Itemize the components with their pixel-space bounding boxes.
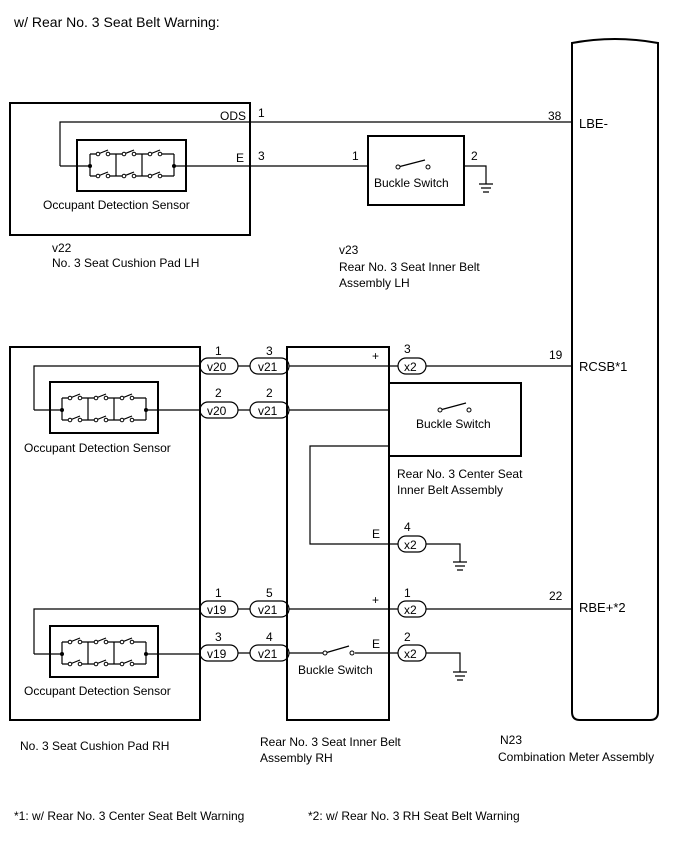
- rh-wires: [33, 365, 572, 681]
- v23-buckle-box: [367, 135, 465, 206]
- conn-label-x2-c: x2: [404, 603, 417, 617]
- pin-v21-3: 3: [266, 344, 273, 358]
- v22-e-label: E: [236, 151, 244, 165]
- rh-belt-box: [286, 346, 390, 721]
- e-label-center: E: [372, 527, 380, 541]
- rh-sensor2-label: Occupant Detection Sensor: [24, 684, 171, 698]
- pin-v20-1: 1: [215, 344, 222, 358]
- lh-sensor-switches: [88, 149, 176, 179]
- v22-name: No. 3 Seat Cushion Pad LH: [52, 256, 199, 270]
- e-label-rh: E: [372, 637, 380, 651]
- rh-pad-name: No. 3 Seat Cushion Pad RH: [20, 739, 169, 753]
- conn-v20-b: [199, 401, 239, 419]
- v23-name-2: Assembly LH: [339, 276, 410, 290]
- rh-belt-name-1: Rear No. 3 Seat Inner Belt: [260, 735, 401, 749]
- meter-name: Combination Meter Assembly: [498, 750, 654, 764]
- ods-label: ODS: [220, 109, 246, 123]
- pin-x2-2: 2: [404, 630, 411, 644]
- conn-label-v21-d: v21: [258, 647, 278, 661]
- connectors: [199, 357, 427, 662]
- rh-sensor1-switches: [60, 393, 148, 423]
- pin-v19-3: 3: [215, 630, 222, 644]
- conn-x2-c: [397, 600, 427, 618]
- rh-sensor1-label: Occupant Detection Sensor: [24, 441, 171, 455]
- term-19: 19: [549, 348, 563, 362]
- terminal-rbe: RBE+*2: [579, 600, 626, 615]
- pin-x2-3: 3: [404, 342, 411, 356]
- v22-code: v22: [52, 241, 72, 255]
- v23-term-2: 2: [471, 149, 478, 163]
- plus-label-a: +: [372, 349, 379, 363]
- pin-v19-1: 1: [215, 586, 222, 600]
- conn-v21-b: [249, 401, 290, 419]
- term-38: 38: [548, 109, 562, 123]
- footnote-1: *1: w/ Rear No. 3 Center Seat Belt Warni…: [14, 809, 244, 823]
- conn-label-v21-b: v21: [258, 404, 278, 418]
- conn-label-v20-a: v20: [207, 360, 227, 374]
- conn-v20-a: [199, 357, 239, 375]
- conn-v21-d: [249, 644, 290, 662]
- pin-v21-2: 2: [266, 386, 273, 400]
- footnote-2: *2: w/ Rear No. 3 RH Seat Belt Warning: [308, 809, 520, 823]
- rh-sensor2-box: [49, 625, 159, 678]
- center-buckle-switch-symbol: [437, 402, 472, 413]
- v23-code: v23: [339, 243, 359, 257]
- center-belt-box: [388, 382, 522, 457]
- rh-sensor2-switches: [60, 637, 148, 667]
- conn-label-v19-a: v19: [207, 603, 227, 617]
- v23-switch-label: Buckle Switch: [374, 176, 449, 190]
- conn-x2-a: [397, 357, 427, 375]
- rh-switch-label: Buckle Switch: [298, 663, 373, 677]
- term-22: 22: [549, 589, 563, 603]
- rh-belt-name-2: Assembly RH: [260, 751, 333, 765]
- center-switch-label: Buckle Switch: [416, 417, 491, 431]
- center-belt-name-1: Rear No. 3 Center Seat: [397, 467, 523, 481]
- pin-x2-4: 4: [404, 520, 411, 534]
- pin-v21-4: 4: [266, 630, 273, 644]
- v23-name-1: Rear No. 3 Seat Inner Belt: [339, 260, 480, 274]
- combination-meter-box: [571, 38, 659, 721]
- conn-x2-d: [397, 644, 427, 662]
- conn-v21-a: [249, 357, 290, 375]
- conn-label-v21-a: v21: [258, 360, 278, 374]
- pin-x2-1: 1: [404, 586, 411, 600]
- conn-label-x2-b: x2: [404, 538, 417, 552]
- conn-label-v19-b: v19: [207, 647, 227, 661]
- v22-sensor-box: [76, 139, 187, 192]
- pin-v21-5: 5: [266, 586, 273, 600]
- conn-label-v20-b: v20: [207, 404, 227, 418]
- conn-v21-c: [249, 600, 290, 618]
- v22-sensor-label: Occupant Detection Sensor: [43, 198, 190, 212]
- conn-v19-b: [199, 644, 239, 662]
- v22-term-1: 1: [258, 106, 265, 120]
- lh-wires: [59, 121, 572, 193]
- conn-label-x2-d: x2: [404, 647, 417, 661]
- v22-term-3: 3: [258, 149, 265, 163]
- terminal-rcsb: RCSB*1: [579, 359, 627, 374]
- rh-sensor1-box: [49, 381, 159, 434]
- rh-buckle-switch-symbol: [322, 645, 355, 656]
- meter-code: N23: [500, 733, 522, 747]
- terminal-lbe: LBE-: [579, 116, 608, 131]
- v23-term-1: 1: [352, 149, 359, 163]
- conn-label-v21-c: v21: [258, 603, 278, 617]
- pin-v20-2: 2: [215, 386, 222, 400]
- diagram-title: w/ Rear No. 3 Seat Belt Warning:: [13, 14, 220, 30]
- center-belt-name-2: Inner Belt Assembly: [397, 483, 503, 497]
- conn-v19-a: [199, 600, 239, 618]
- v23-buckle-switch-symbol: [395, 159, 431, 170]
- plus-label-b: +: [372, 593, 379, 607]
- conn-label-x2-a: x2: [404, 360, 417, 374]
- conn-x2-b: [397, 535, 427, 553]
